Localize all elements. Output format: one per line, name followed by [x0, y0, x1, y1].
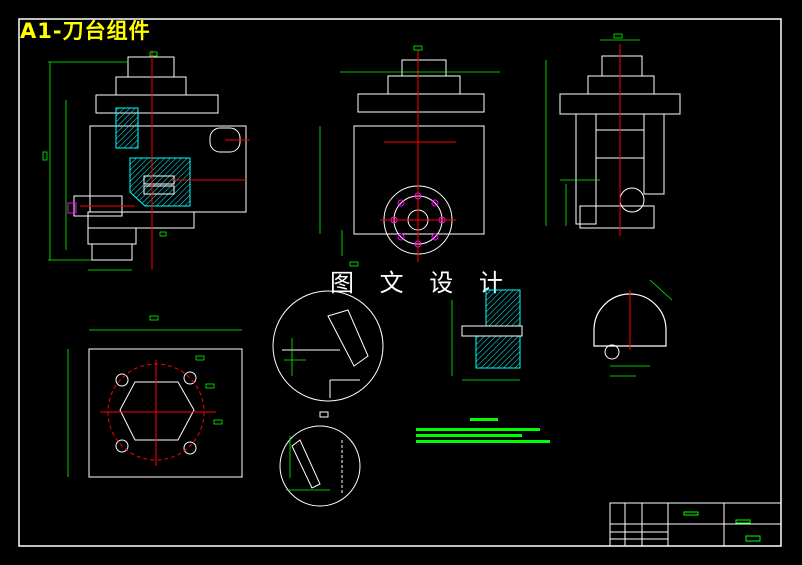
detail-circle-upper [272, 290, 384, 418]
side-view-dimensions [319, 45, 500, 267]
arch-detail [593, 279, 673, 377]
title-block [609, 502, 782, 547]
plate-view-dimensions [67, 315, 242, 477]
front-view-centerlines [80, 50, 250, 270]
detail-circle-lower [279, 425, 361, 507]
technical-notes-block [416, 418, 550, 443]
right-view-dimensions [545, 33, 640, 226]
watermark-text: 图 文 设 计 [330, 269, 512, 297]
plate-view [88, 348, 243, 478]
plate-view-holes [115, 371, 197, 455]
side-view-centerlines [380, 50, 456, 262]
section-detail [451, 289, 523, 381]
front-view [67, 56, 247, 261]
plate-view-centerlines [100, 360, 216, 466]
drawing-border [18, 18, 782, 547]
front-view-dimensions [42, 51, 167, 271]
side-view [353, 59, 485, 255]
drawing-title: A1-刀台组件 [20, 19, 151, 43]
